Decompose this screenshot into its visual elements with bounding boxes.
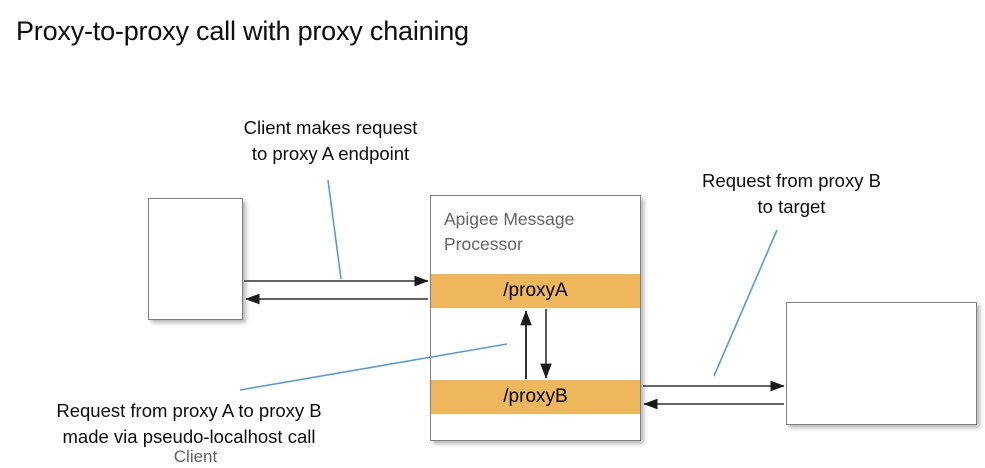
mp-label-line-1: Apigee Message (444, 209, 575, 229)
proxy-band-proxya[interactable]: /proxyA (431, 274, 640, 308)
mp-label-line-2: Processor (444, 234, 523, 254)
annotation-client-request: Client makes request to proxy A endpoint (213, 115, 448, 167)
leader-line-client-request (327, 179, 342, 280)
annotation-proxyb-to-target-line-2: to target (757, 196, 826, 217)
annotation-proxyb-to-target: Request from proxy B to target (669, 168, 914, 220)
node-client-label: Client (173, 447, 218, 466)
node-target[interactable]: Target (786, 302, 977, 425)
node-client[interactable]: Client (148, 198, 243, 466)
node-message-processor-label: Apigee Message Processor (444, 207, 624, 257)
annotation-proxy-chaining-line-2: made via pseudo-localhost call (62, 426, 316, 447)
page-title: Proxy-to-proxy call with proxy chaining (16, 16, 469, 46)
annotation-client-request-line-2: to proxy A endpoint (251, 143, 410, 164)
leader-line-proxyb-to-target (713, 229, 778, 377)
annotation-proxy-chaining: Request from proxy A to proxy B made via… (14, 398, 364, 450)
annotation-proxy-chaining-line-1: Request from proxy A to proxy B (56, 400, 322, 421)
annotation-proxyb-to-target-line-1: Request from proxy B (702, 170, 881, 191)
annotation-client-request-line-1: Client makes request (243, 117, 418, 138)
proxy-band-proxyb[interactable]: /proxyB (431, 380, 640, 414)
